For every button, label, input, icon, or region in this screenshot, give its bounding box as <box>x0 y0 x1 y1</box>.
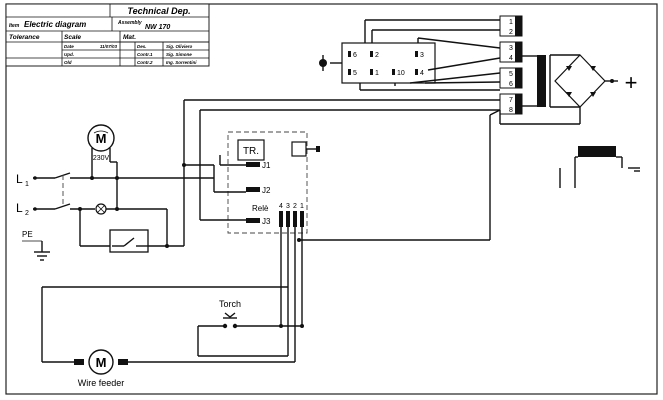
switch-pin-10: 10 <box>397 70 405 77</box>
switch-pin-6: 6 <box>353 52 357 59</box>
terminal-1: 1 <box>509 19 513 26</box>
switch-pin-2: 2 <box>375 52 379 59</box>
row2-col3: Contr.1 <box>137 52 153 57</box>
item-value: Electric diagram <box>24 20 86 29</box>
row1-col1: Date <box>64 44 74 49</box>
connector-j2-label: J2 <box>262 186 271 195</box>
line2-subscript: 2 <box>25 210 29 217</box>
transformer <box>522 55 551 107</box>
mains-input: L 1 L 2 PE <box>16 172 94 261</box>
mat-label: Mat. <box>123 34 136 41</box>
torch-label: Torch <box>219 299 241 309</box>
line1-label: L <box>16 172 23 186</box>
thermal-switch <box>79 209 168 253</box>
terminal-6: 6 <box>509 81 513 88</box>
pe-label: PE <box>22 230 33 239</box>
item-label: Item <box>9 23 20 29</box>
drawing-frame <box>5 3 658 395</box>
switch-pin-1: 1 <box>375 70 379 77</box>
wire-feeder-label: Wire feeder <box>78 378 125 388</box>
row1-col4: Sig. Oliviero <box>166 44 193 49</box>
connector-j3-label: J3 <box>262 217 271 226</box>
transformer-box-label: TR. <box>243 146 259 157</box>
switch-pin-4: 4 <box>420 70 424 77</box>
assembly-label: Assembly <box>117 20 142 26</box>
tolerance-label: Tolerance <box>9 34 40 41</box>
rectifier-bridge: + <box>550 54 638 124</box>
terminal-5: 5 <box>509 71 513 78</box>
fan-motor-symbol: M <box>96 131 107 146</box>
switch-pin-5: 5 <box>353 70 357 77</box>
terminal-2: 2 <box>509 29 513 36</box>
row1-col3: Des. <box>137 44 147 49</box>
row2-col1: Upd. <box>64 52 74 57</box>
title-block: Technical Dep. Item Electric diagram Ass… <box>5 3 210 67</box>
torch-switch: Torch <box>197 287 302 357</box>
row3-col1: Old <box>64 60 72 65</box>
potentiometer-icon <box>291 141 320 157</box>
assembly-value: NW 170 <box>145 24 170 31</box>
output-inductor <box>574 146 640 188</box>
switch-pin-3: 3 <box>420 52 424 59</box>
terminal-7: 7 <box>509 97 513 104</box>
terminal-8: 8 <box>509 107 513 114</box>
relay-pin-4: 4 <box>279 203 283 210</box>
indicator-lamp <box>94 178 167 215</box>
row3-col4: Ing. Sorrentini <box>166 60 197 65</box>
control-board: TR. J1 J2 J3 Relè 4 3 2 1 <box>227 131 320 234</box>
wire-feeder-symbol: M <box>96 355 107 370</box>
line1-subscript: 1 <box>25 181 29 188</box>
main-switch <box>54 172 94 210</box>
scale-label: Scale <box>64 34 81 41</box>
connector-j3 <box>246 218 260 223</box>
fan-motor: M 230V <box>87 124 118 178</box>
relay-pin-1: 1 <box>300 203 304 210</box>
terminal-3: 3 <box>509 45 513 52</box>
connector-j1-label: J1 <box>262 161 271 170</box>
wire-feeder-motor: M Wire feeder <box>41 286 295 388</box>
row1-col2: 11/07/03 <box>100 44 118 49</box>
relay-label: Relè <box>252 204 269 213</box>
selector-switch: 6 2 3 5 1 10 4 <box>319 19 501 91</box>
connector-j2 <box>246 187 260 192</box>
terminal-4: 4 <box>509 55 513 62</box>
row2-col4: Sig. Simone <box>166 52 192 57</box>
relay-pin-3: 3 <box>286 203 290 210</box>
terminal-block: 1 2 3 4 5 6 7 8 <box>499 15 523 115</box>
connector-j1 <box>246 162 260 167</box>
positive-output-label: + <box>625 70 638 95</box>
fan-voltage-label: 230V <box>93 155 110 162</box>
line2-label: L <box>16 201 23 215</box>
relay-pin-2: 2 <box>293 203 297 210</box>
department-label: Technical Dep. <box>127 6 190 16</box>
row3-col3: Contr.2 <box>137 60 153 65</box>
